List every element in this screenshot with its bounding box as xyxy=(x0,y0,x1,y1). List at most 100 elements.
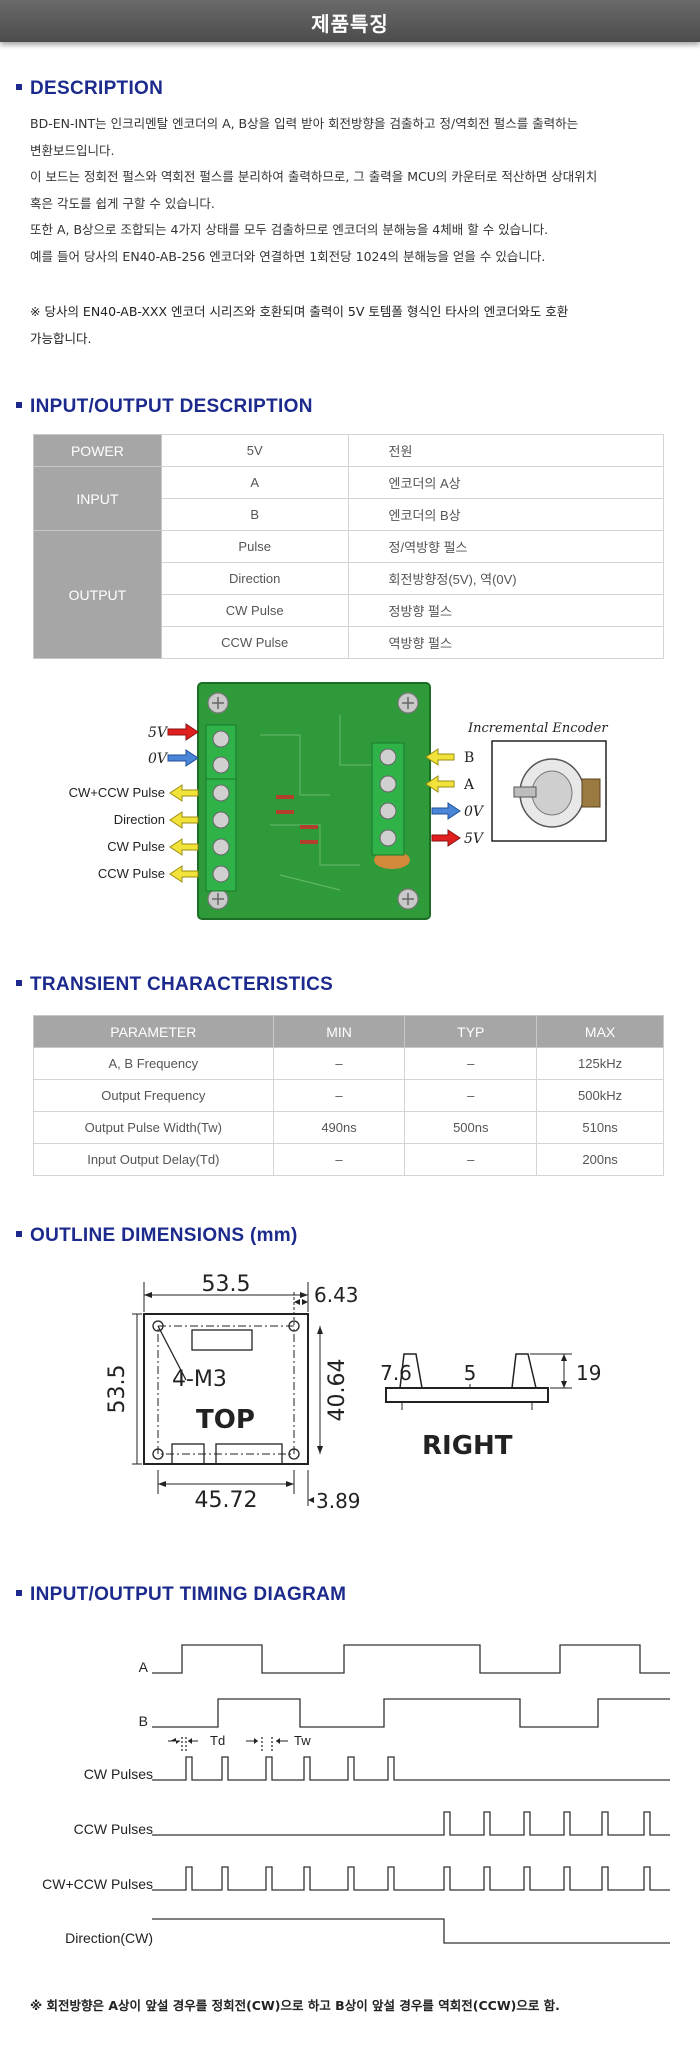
table-cell: Output Pulse Width(Tw) xyxy=(33,1111,274,1144)
io-signal: A xyxy=(160,466,349,499)
label-cw-pulse: CW Pulse xyxy=(107,839,165,854)
io-desc: 역방향 펄스 xyxy=(347,626,665,659)
io-signal: CW Pulse xyxy=(160,594,349,627)
waveform-a xyxy=(152,1644,670,1674)
io-group-label: INPUT xyxy=(33,466,162,531)
table-row: Input Output Delay(Td) – – 200ns xyxy=(33,1143,664,1176)
transient-heading: TRANSIENT CHARACTERISTICS xyxy=(16,974,333,996)
right-view-label: RIGHT xyxy=(422,1431,513,1461)
io-desc: 엔코더의 B상 xyxy=(347,498,665,531)
arrow-5v-out xyxy=(431,829,461,847)
label-0v-out: 0V xyxy=(464,804,485,820)
table-row: OUTPUT Pulse 정/역방향 펄스 xyxy=(33,530,665,659)
signal-label-b: B xyxy=(139,1713,148,1729)
table-row: Output Frequency – – 500kHz xyxy=(33,1079,664,1112)
waveform-b xyxy=(152,1698,670,1728)
column-header: TYP xyxy=(404,1015,538,1048)
dim-side-height: 19 xyxy=(576,1361,601,1385)
column-header: MAX xyxy=(536,1015,664,1048)
dim-inner-width: 45.72 xyxy=(195,1488,258,1513)
signal-label-both: CW+CCW Pulses xyxy=(42,1876,153,1892)
label-direction: Direction xyxy=(114,812,165,827)
description-line: 변환보드입니다. xyxy=(30,143,115,158)
io-signal: CCW Pulse xyxy=(160,626,349,659)
table-cell: – xyxy=(404,1079,538,1112)
arrow-0v-out xyxy=(431,802,461,820)
column-header: MIN xyxy=(272,1015,406,1048)
outline-heading: OUTLINE DIMENSIONS (mm) xyxy=(16,1225,298,1247)
signal-label-a: A xyxy=(139,1659,149,1675)
io-desc: 정/역방향 펄스 xyxy=(347,530,665,563)
table-row: CCW Pulse 역방향 펄스 xyxy=(34,626,665,659)
waveform-cw xyxy=(152,1756,670,1781)
table-row: Output Pulse Width(Tw) 490ns 500ns 510ns xyxy=(33,1111,664,1144)
waveform-both xyxy=(152,1866,670,1891)
table-row: CW Pulse 정방향 펄스 xyxy=(34,594,665,627)
io-desc: 정방향 펄스 xyxy=(347,594,665,627)
page-header: 제품특징 xyxy=(0,0,700,42)
dim-inner-height: 40.64 xyxy=(325,1359,350,1422)
timing-footnote: ※ 회전방향은 A상이 앞설 경우를 정회전(CW)으로 하고 B상이 앞설 경… xyxy=(30,1998,560,2013)
label-5v-in: 5V xyxy=(148,725,169,741)
label-a: A xyxy=(463,777,475,793)
mount-hole xyxy=(288,1448,300,1460)
io-group-label: OUTPUT xyxy=(33,530,162,659)
arrow-a-in xyxy=(425,775,455,793)
dim-edge: 3.89 xyxy=(316,1489,361,1513)
arrow-ccw-out xyxy=(169,865,199,883)
table-cell: – xyxy=(272,1143,406,1176)
outline-drawing: 53.5 6.43 53.5 40.64 4-M3 TOP 45.72 3.89 xyxy=(105,1272,601,1513)
waveform-ccw xyxy=(152,1811,670,1836)
signal-label-cw: CW Pulses xyxy=(84,1766,153,1782)
arrow-5v-in xyxy=(167,723,199,741)
description-line: 또한 A, B상으로 조합되는 4가지 상태를 모두 검출하므로 엔코더의 분해… xyxy=(30,222,549,237)
board-illustration: 5V 0V CW+CCW Pulse Direction CW Pulse CC… xyxy=(69,682,608,920)
table-row: Direction 회전방향정(5V), 역(0V) xyxy=(34,562,665,595)
label-5v-out: 5V xyxy=(464,831,485,847)
encoder-title: Incremental Encoder xyxy=(467,721,608,736)
table-cell: 510ns xyxy=(536,1111,664,1144)
arrow-cw-out xyxy=(169,838,199,856)
mount-hole xyxy=(152,1448,164,1460)
column-header: PARAMETER xyxy=(33,1015,274,1048)
description-line: 혹은 각도를 쉽게 구할 수 있습니다. xyxy=(30,196,215,211)
table-cell: – xyxy=(272,1047,406,1080)
dim-offset: 6.43 xyxy=(314,1283,359,1307)
label-ccw-pulse: CCW Pulse xyxy=(98,866,165,881)
encoder-shaft xyxy=(513,786,537,798)
io-signal: B xyxy=(160,498,349,531)
io-signal: Direction xyxy=(160,562,349,595)
table-row: INPUT A 엔코더의 A상 xyxy=(33,466,665,531)
compat-note: 가능합니다. xyxy=(30,331,92,346)
hole-label: 4-M3 xyxy=(172,1367,227,1392)
arrow-0v-in xyxy=(167,749,199,767)
table-row: POWER 5V 전원 xyxy=(33,434,665,467)
board-outline-side xyxy=(385,1387,549,1403)
page-title: 제품특징 xyxy=(311,12,389,36)
table-cell: Input Output Delay(Td) xyxy=(33,1143,274,1176)
dim-height: 53.5 xyxy=(105,1365,130,1414)
table-row: B 엔코더의 B상 xyxy=(34,498,665,531)
table-cell: – xyxy=(404,1143,538,1176)
io-heading: INPUT/OUTPUT DESCRIPTION xyxy=(16,396,313,418)
arrow-cwccw-out xyxy=(169,784,199,802)
transient-table: PARAMETER MIN TYP MAX A, B Frequency – –… xyxy=(33,1015,664,1176)
table-cell: 490ns xyxy=(272,1111,406,1144)
dim-side-b: 5 xyxy=(464,1361,477,1385)
io-table: POWER 5V 전원 INPUT A 엔코더의 A상 B 엔코더의 B상 OU… xyxy=(33,434,665,659)
inner-outline xyxy=(157,1325,295,1455)
signal-label-ccw: CCW Pulses xyxy=(74,1821,153,1837)
table-row: A, B Frequency – – 125kHz xyxy=(33,1047,664,1080)
label-b: B xyxy=(464,750,474,766)
dim-width: 53.5 xyxy=(202,1272,251,1297)
io-signal: 5V xyxy=(160,434,349,467)
tw-label: Tw xyxy=(294,1733,311,1748)
dim-side-a: 7.6 xyxy=(380,1361,412,1385)
description-line: BD-EN-INT는 인크리멘탈 엔코더의 A, B상을 입력 받아 회전방향을… xyxy=(30,116,579,131)
top-view-label: TOP xyxy=(196,1405,255,1435)
mount-hole xyxy=(152,1320,164,1332)
timing-diagram: A B CW Pulses CCW Pulses CW+CCW Pulses D… xyxy=(42,1644,670,1946)
arrow-b-in xyxy=(425,748,455,766)
td-label: Td xyxy=(210,1733,225,1748)
signal-label-dir: Direction(CW) xyxy=(65,1930,153,1946)
